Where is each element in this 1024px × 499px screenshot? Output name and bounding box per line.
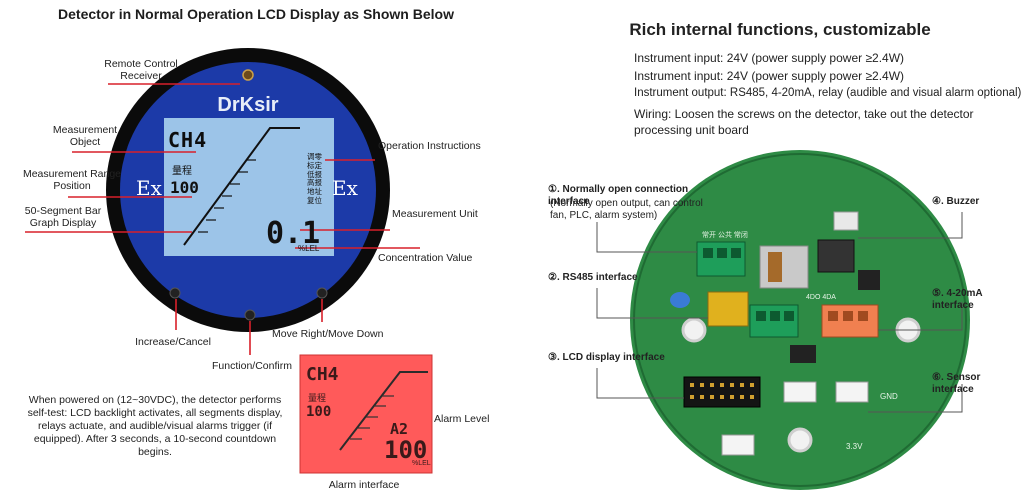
pcb-silk-gnd: GND: [880, 392, 898, 401]
alarm-lcd-level: A2: [390, 420, 409, 438]
connector-bottom: [721, 434, 755, 456]
inductor-component: [817, 239, 855, 273]
pcb-label-buzzer: ④. Buzzer: [932, 196, 980, 207]
lcd-range-value: 100: [170, 178, 199, 197]
alarm-lcd-range: 100: [306, 404, 332, 420]
alarm-lcd-object: CH4: [306, 364, 339, 385]
pcb-silk-33: 3.3V: [846, 442, 863, 451]
sensor-connector-1: [783, 381, 817, 403]
label-operation-instructions: Operation Instructions: [378, 140, 481, 152]
function-confirm-button: [244, 309, 256, 321]
label-move-right: Move Right/Move Down: [272, 328, 384, 340]
transformer-component: [707, 291, 749, 327]
chip-2: [790, 345, 816, 363]
leader-lines-right: [596, 212, 963, 413]
alarm-bar-segments: [350, 395, 394, 440]
label-alarm-level: Alarm Level: [434, 413, 490, 425]
pcb-label-no-desc: (Normally open output, can control fan, …: [550, 198, 703, 221]
spec-wiring: Wiring: Loosen the screws on the detecto…: [634, 107, 974, 137]
label-increase-cancel: Increase/Cancel: [135, 336, 211, 348]
label-alarm-interface: Alarm interface: [328, 479, 400, 491]
pcb-label-lcd: ③. LCD display interface: [548, 352, 665, 363]
label-measurement-object: Measurement Object: [52, 124, 118, 148]
buzzer-component: [833, 211, 859, 231]
sensor-connector-2: [835, 381, 869, 403]
pcb-silk-top: 常开 公共 常闭: [702, 232, 748, 239]
pcb-label-ma: ⑤. 4-20mA interface: [932, 288, 983, 311]
label-measurement-range: Measurement Range Position: [22, 168, 122, 192]
alarm-bar-graph: [339, 371, 428, 451]
alarm-lcd-unit: %LEL: [412, 460, 431, 467]
chip-1: [858, 270, 880, 290]
left-title: Detector in Normal Operation LCD Display…: [58, 6, 454, 22]
bar-graph-line: [183, 127, 300, 246]
pcb-mount-hole-bottom: [787, 427, 813, 453]
pcb-silk-mid: 4DO 4DA: [806, 294, 836, 301]
bar-graph-segments: [198, 159, 256, 233]
capacitor-blue: [670, 292, 690, 308]
ex-mark-left: Ex: [136, 176, 162, 200]
label-bar-graph: 50-Segment Bar Graph Display: [24, 205, 102, 229]
pcb-label-sensor: ⑥. Sensor interface: [932, 372, 981, 395]
alarm-lcd-range-label: 量程: [308, 393, 327, 403]
increase-cancel-button: [169, 287, 181, 299]
label-remote-receiver: Remote Control Receiver: [104, 58, 178, 82]
move-right-button: [316, 287, 328, 299]
startup-note: When powered on (12~30VDC), the detector…: [27, 394, 283, 458]
label-function-confirm: Function/Confirm: [212, 360, 292, 372]
pcb-mount-hole-left: [681, 317, 707, 343]
label-measurement-unit: Measurement Unit: [392, 208, 478, 220]
spec-input-2: Instrument input: 24V (power supply powe…: [634, 69, 905, 83]
spec-output: Instrument output: RS485, 4-20mA, relay …: [634, 87, 1022, 99]
spec-input-1: Instrument input: 24V (power supply powe…: [634, 51, 905, 65]
leader-lines-left: [25, 83, 432, 423]
right-title: Rich internal functions, customizable: [629, 20, 931, 39]
pcb-label-no-interface: ①. Normally open connection interface: [548, 184, 689, 207]
label-concentration-value: Concentration Value: [378, 252, 473, 264]
ex-mark-right: Ex: [332, 176, 358, 200]
brand-logo: DrKsir: [217, 94, 279, 116]
no-connector: [696, 241, 746, 277]
lcd-range-label: 量程: [172, 166, 192, 177]
lcd-unit: %LEL: [298, 244, 320, 253]
alarm-lcd-value: 100: [384, 436, 428, 464]
lcd-measurement-object: CH4: [168, 128, 208, 152]
relay-component: [759, 245, 809, 289]
lcd-concentration: 0.1: [266, 216, 321, 251]
remote-receiver-icon: [242, 69, 254, 81]
pcb-label-rs485: ②. RS485 interface: [548, 272, 638, 283]
alarm-lcd-screen: [299, 354, 433, 474]
lcd-header: [683, 376, 761, 408]
lcd-operation-list: 调零标定低报 高报地址复位: [307, 152, 322, 205]
